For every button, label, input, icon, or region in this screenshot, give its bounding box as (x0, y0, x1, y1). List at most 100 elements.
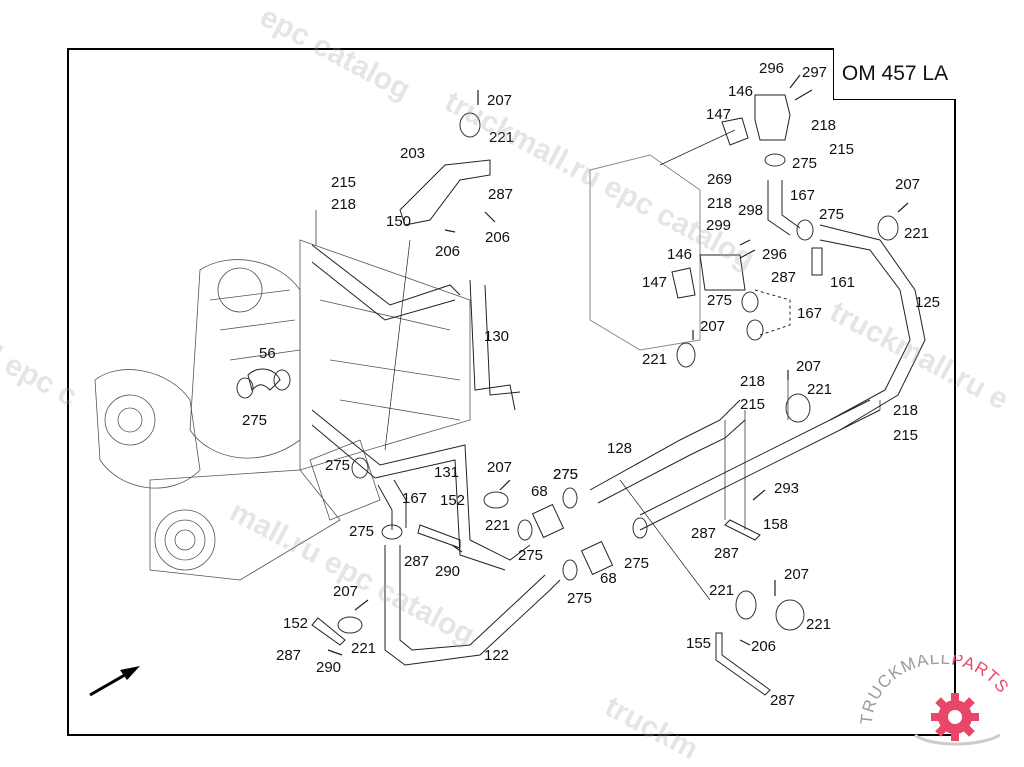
bracket-161 (811, 247, 823, 276)
part-number-label[interactable]: 125 (915, 294, 941, 311)
part-number-label[interactable]: 167 (797, 305, 823, 322)
part-number-label[interactable]: 206 (485, 229, 511, 246)
part-number-label[interactable]: 206 (751, 638, 777, 655)
clamps (236, 112, 899, 634)
part-number-label[interactable]: 150 (386, 213, 412, 230)
part-number-label[interactable]: 287 (691, 525, 717, 542)
part-number-label[interactable]: 275 (819, 206, 845, 223)
part-number-label[interactable]: 207 (487, 92, 513, 109)
hose-125 (819, 224, 926, 431)
part-number-label[interactable]: 152 (440, 492, 466, 509)
part-number-label[interactable]: 221 (904, 225, 930, 242)
part-number-label[interactable]: 275 (242, 412, 268, 429)
part-number-label[interactable]: 275 (567, 590, 593, 607)
hose-122 (384, 545, 561, 666)
part-number-label[interactable]: 158 (763, 516, 789, 533)
part-number-label[interactable]: 207 (796, 358, 822, 375)
part-number-label[interactable]: 146 (667, 246, 693, 263)
part-number-label[interactable]: 155 (686, 635, 712, 652)
diagram-frame (67, 48, 956, 736)
part-number-label[interactable]: 207 (784, 566, 810, 583)
hose-128 (589, 399, 746, 504)
part-number-label[interactable]: 287 (276, 647, 302, 664)
sleeve-68-lower (580, 540, 614, 576)
part-number-label[interactable]: 207 (895, 176, 921, 193)
part-number-label[interactable]: 221 (351, 640, 377, 657)
engine-block (94, 239, 471, 581)
part-number-label[interactable]: 275 (553, 466, 579, 483)
part-number-label[interactable]: 130 (484, 328, 510, 345)
part-number-label[interactable]: 293 (774, 480, 800, 497)
part-number-label[interactable]: 152 (283, 615, 309, 632)
part-number-label[interactable]: 56 (259, 345, 276, 362)
thermostat-housing-upper (754, 94, 791, 141)
part-number-label[interactable]: 147 (642, 274, 668, 291)
part-number-label[interactable]: 287 (770, 692, 796, 709)
part-number-label[interactable]: 218 (811, 117, 837, 134)
part-number-label[interactable]: 290 (435, 563, 461, 580)
bracket-150 (399, 159, 491, 226)
part-number-label[interactable]: 275 (349, 523, 375, 540)
part-number-label[interactable]: 221 (709, 582, 735, 599)
part-number-label[interactable]: 298 (738, 202, 764, 219)
engine-model-label: OM 457 LA (833, 48, 956, 100)
part-number-label[interactable]: 131 (434, 464, 460, 481)
part-number-label[interactable]: 128 (607, 440, 633, 457)
part-number-label[interactable]: 287 (771, 269, 797, 286)
part-number-label[interactable]: 215 (331, 174, 357, 191)
part-number-label[interactable]: 68 (531, 483, 548, 500)
hose-167-upper (767, 180, 801, 236)
part-number-label[interactable]: 218 (893, 402, 919, 419)
part-number-label[interactable]: 221 (806, 616, 832, 633)
part-number-label[interactable]: 215 (829, 141, 855, 158)
part-number-label[interactable]: 275 (707, 292, 733, 309)
part-number-label[interactable]: 269 (707, 171, 733, 188)
sleeve-68-upper (531, 503, 565, 539)
part-number-label[interactable]: 275 (624, 555, 650, 572)
part-number-label[interactable]: 206 (435, 243, 461, 260)
part-number-label[interactable]: 215 (893, 427, 919, 444)
bolts (327, 74, 909, 656)
gasket-147-lower (671, 267, 696, 299)
part-number-label[interactable]: 147 (706, 106, 732, 123)
part-number-label[interactable]: 221 (807, 381, 833, 398)
bracket-158 (724, 519, 761, 541)
hose-56 (247, 368, 281, 391)
part-number-label[interactable]: 167 (790, 187, 816, 204)
part-number-label[interactable]: 275 (518, 547, 544, 564)
part-number-label[interactable]: 167 (402, 490, 428, 507)
part-number-label[interactable]: 290 (316, 659, 342, 676)
truckmall-parts-logo: TRUCKMALLPARTS (860, 655, 1012, 746)
part-number-label[interactable]: 161 (830, 274, 856, 291)
part-number-label[interactable]: 207 (487, 459, 513, 476)
bracket-155 (715, 632, 771, 696)
part-number-label[interactable]: 207 (333, 583, 359, 600)
part-number-label[interactable]: 287 (714, 545, 740, 562)
part-number-label[interactable]: 218 (740, 373, 766, 390)
direction-arrow (89, 666, 140, 697)
part-number-label[interactable]: 146 (728, 83, 754, 100)
part-number-label[interactable]: 275 (553, 466, 579, 483)
gear-icon (931, 693, 979, 741)
part-number-label[interactable]: 221 (642, 351, 668, 368)
part-number-label[interactable]: 297 (802, 64, 828, 81)
part-number-label[interactable]: 299 (706, 217, 732, 234)
part-number-label[interactable]: 207 (700, 318, 726, 335)
part-number-label[interactable]: 287 (488, 186, 514, 203)
part-number-label[interactable]: 275 (792, 155, 818, 172)
part-number-label[interactable]: 218 (331, 196, 357, 213)
part-number-label[interactable]: 221 (489, 129, 515, 146)
part-number-label[interactable]: 122 (484, 647, 510, 664)
part-number-label[interactable]: 296 (759, 60, 785, 77)
part-number-label[interactable]: 218 (707, 195, 733, 212)
part-number-label[interactable]: 215 (740, 396, 766, 413)
hose-167-left (377, 479, 407, 530)
logo-swoosh (914, 733, 1001, 746)
part-number-label[interactable]: 221 (485, 517, 511, 534)
part-number-label[interactable]: 68 (600, 570, 617, 587)
part-number-label[interactable]: 203 (400, 145, 426, 162)
bracket-152-lower (311, 617, 346, 646)
part-number-label[interactable]: 287 (404, 553, 430, 570)
part-number-label[interactable]: 275 (325, 457, 351, 474)
part-number-label[interactable]: 296 (762, 246, 788, 263)
